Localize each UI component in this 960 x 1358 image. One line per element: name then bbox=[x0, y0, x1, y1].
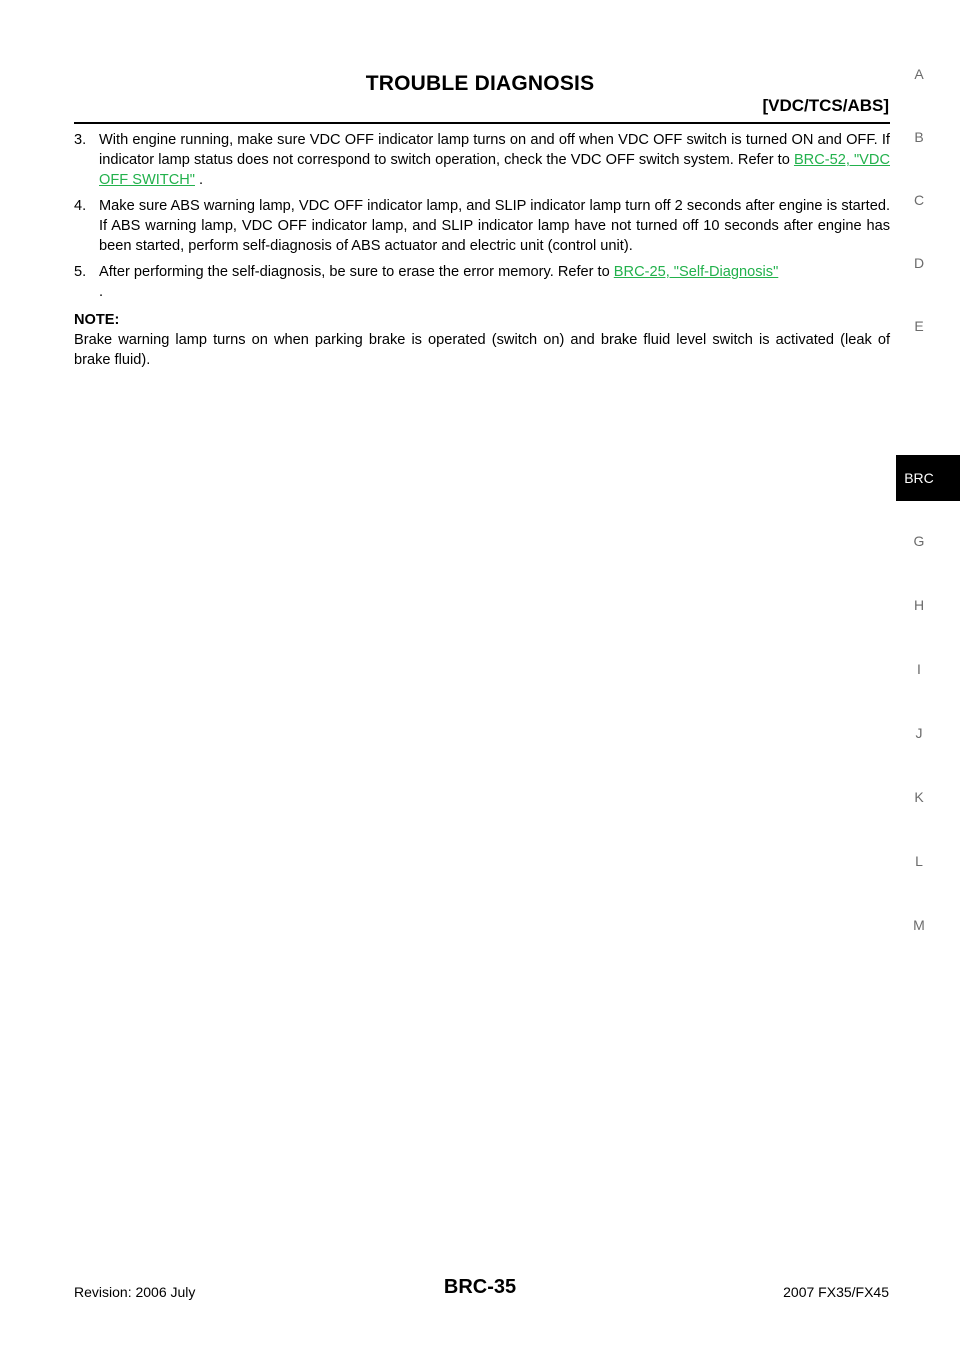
index-tab-brc-active[interactable]: BRC bbox=[896, 455, 960, 501]
index-tab-a[interactable]: A bbox=[914, 66, 924, 82]
step-4: 4. Make sure ABS warning lamp, VDC OFF in… bbox=[74, 196, 890, 256]
footer-model: 2007 FX35/FX45 bbox=[783, 1284, 889, 1300]
footer-revision: Revision: 2006 July bbox=[74, 1284, 196, 1300]
index-tab-m[interactable]: M bbox=[913, 917, 925, 933]
index-tab-e[interactable]: E bbox=[914, 318, 924, 334]
section-index: A B C D E BRC G H I J K L M bbox=[896, 0, 960, 1358]
index-tab-j[interactable]: J bbox=[915, 725, 923, 741]
step-text: After performing the self-diagnosis, be … bbox=[99, 264, 614, 280]
index-tab-h[interactable]: H bbox=[913, 597, 925, 613]
step-text-end: . bbox=[194, 172, 204, 188]
index-tab-c[interactable]: C bbox=[913, 192, 925, 208]
step-number: 4. bbox=[74, 198, 87, 214]
step-5: 5. After performing the self-diagnosis, b… bbox=[74, 262, 890, 302]
footer-page-number: BRC-35 bbox=[443, 1276, 517, 1298]
step-text: Make sure ABS warning lamp, VDC OFF indi… bbox=[99, 198, 890, 254]
index-tab-k[interactable]: K bbox=[914, 789, 924, 805]
section-tag: [VDC/TCS/ABS] bbox=[762, 96, 889, 115]
index-tab-i[interactable]: I bbox=[917, 661, 921, 677]
link-self-diagnosis[interactable]: BRC-25, "Self-Diagnosis" bbox=[613, 264, 779, 280]
header-divider bbox=[74, 122, 890, 124]
index-tab-b[interactable]: B bbox=[914, 129, 924, 145]
step-number: 3. bbox=[74, 132, 87, 148]
index-tab-g[interactable]: G bbox=[913, 533, 925, 549]
index-tab-d[interactable]: D bbox=[913, 255, 925, 271]
index-tab-l[interactable]: L bbox=[915, 853, 923, 869]
link-vdc-off-switch[interactable]: BRC-52, "VDC OFF SWITCH" bbox=[99, 152, 890, 188]
step-number: 5. bbox=[74, 264, 87, 280]
page-title: TROUBLE DIAGNOSIS bbox=[365, 72, 595, 95]
note-text: Brake warning lamp turns on when parking… bbox=[74, 332, 890, 368]
step-text-end: . bbox=[99, 284, 104, 300]
procedure-content: 3. With engine running, make sure VDC OFF… bbox=[74, 130, 890, 370]
step-3: 3. With engine running, make sure VDC OFF… bbox=[74, 130, 890, 190]
note-label: NOTE: bbox=[74, 312, 120, 328]
step-text: With engine running, make sure VDC OFF i… bbox=[99, 132, 890, 168]
